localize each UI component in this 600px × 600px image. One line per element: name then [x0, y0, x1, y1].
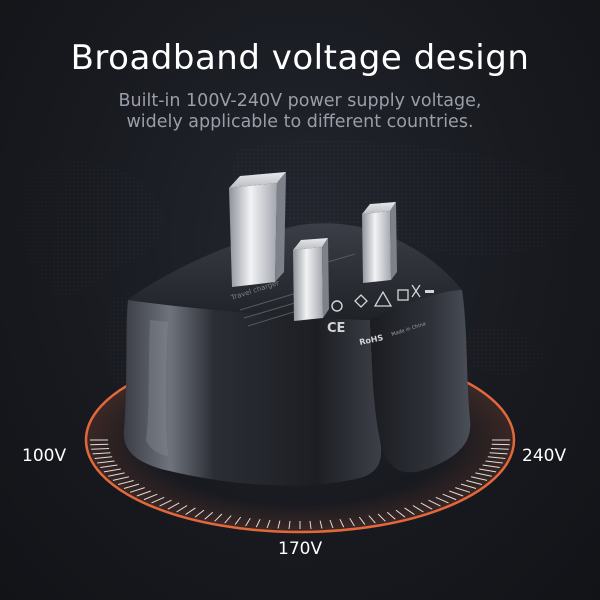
dial-tick [460, 483, 477, 489]
dial-tick [117, 480, 134, 485]
dial-tick [309, 520, 312, 529]
charger-side-face [370, 290, 471, 473]
charger-front-face [123, 300, 382, 486]
dial-tick [112, 476, 130, 481]
dial-tick [91, 448, 110, 450]
dial-tick [339, 518, 345, 528]
dial-tick [97, 460, 115, 464]
earth-prong [229, 172, 286, 287]
dial-ticks [90, 439, 510, 529]
dial-tick [455, 487, 471, 493]
dial-tick [490, 448, 509, 450]
dial-tick [482, 464, 500, 468]
dial-tick [368, 515, 376, 524]
dial-tick [234, 516, 242, 525]
charger-highlight [146, 320, 168, 456]
dial-tick [449, 490, 464, 497]
dial-tick [288, 520, 291, 529]
live-prong [362, 202, 397, 283]
dial-tick [136, 490, 151, 497]
dial-tick [100, 464, 118, 468]
dial-tick [123, 483, 140, 489]
dial-tick [428, 499, 441, 507]
voltage-label-min: 100V [22, 446, 67, 466]
cert-diamond-icon [354, 294, 368, 308]
dial-tick [412, 505, 424, 513]
dial-tick [420, 502, 433, 510]
cert-square-icon [397, 289, 409, 301]
dial-tick [90, 443, 109, 446]
cert-circle-icon [331, 300, 343, 312]
dial-tick [329, 519, 334, 529]
charger-ce-mark: CE [327, 321, 345, 336]
dial-tick [94, 456, 113, 459]
dial-tick [479, 468, 497, 473]
weee-bin-icon [411, 284, 421, 298]
dial-tick [475, 472, 492, 477]
dial-tick [395, 509, 406, 518]
dial-tick [204, 511, 214, 520]
dial-tick [185, 507, 196, 516]
dial-tick [489, 452, 508, 455]
dial-tick [151, 496, 165, 504]
headline: Broadband voltage design [70, 38, 530, 78]
dial-tick [470, 476, 488, 481]
neutral-prong [293, 238, 329, 321]
dial-tick [487, 456, 506, 459]
dial-tick [442, 493, 457, 501]
dial-tick [358, 516, 366, 525]
dial-tick [103, 468, 121, 473]
dial-tick [386, 511, 396, 520]
dial-tick [167, 502, 180, 510]
voltage-label-max: 240V [522, 446, 567, 466]
dial-tick [108, 472, 125, 477]
dial-tick [349, 517, 355, 527]
dial-tick [435, 496, 449, 504]
subtitle-line-2: widely applicable to different countries… [126, 112, 474, 132]
subtitle-line-1: Built-in 100V-240V power supply voltage, [118, 91, 482, 111]
voltage-label-mid: 170V [278, 539, 323, 559]
dial-tick [245, 517, 251, 527]
dial-tick [377, 513, 386, 522]
dial-tick [176, 505, 188, 513]
cert-triangle-icon [373, 290, 393, 307]
dial-tick [491, 443, 510, 446]
dial-tick [255, 518, 261, 528]
dial-tick [404, 507, 415, 516]
dial-tick [159, 499, 172, 507]
dial-tick [194, 509, 205, 518]
dial-tick [214, 513, 223, 522]
dial-tick [224, 515, 232, 524]
dial-tick [266, 519, 271, 529]
dial-tick [92, 452, 111, 455]
dial-tick [129, 487, 145, 493]
dash-mark [425, 290, 434, 293]
dial-tick [319, 520, 323, 529]
dial-tick [143, 493, 158, 501]
dial-tick [466, 480, 483, 485]
dial-tick [277, 520, 281, 529]
dial-tick [485, 460, 503, 464]
